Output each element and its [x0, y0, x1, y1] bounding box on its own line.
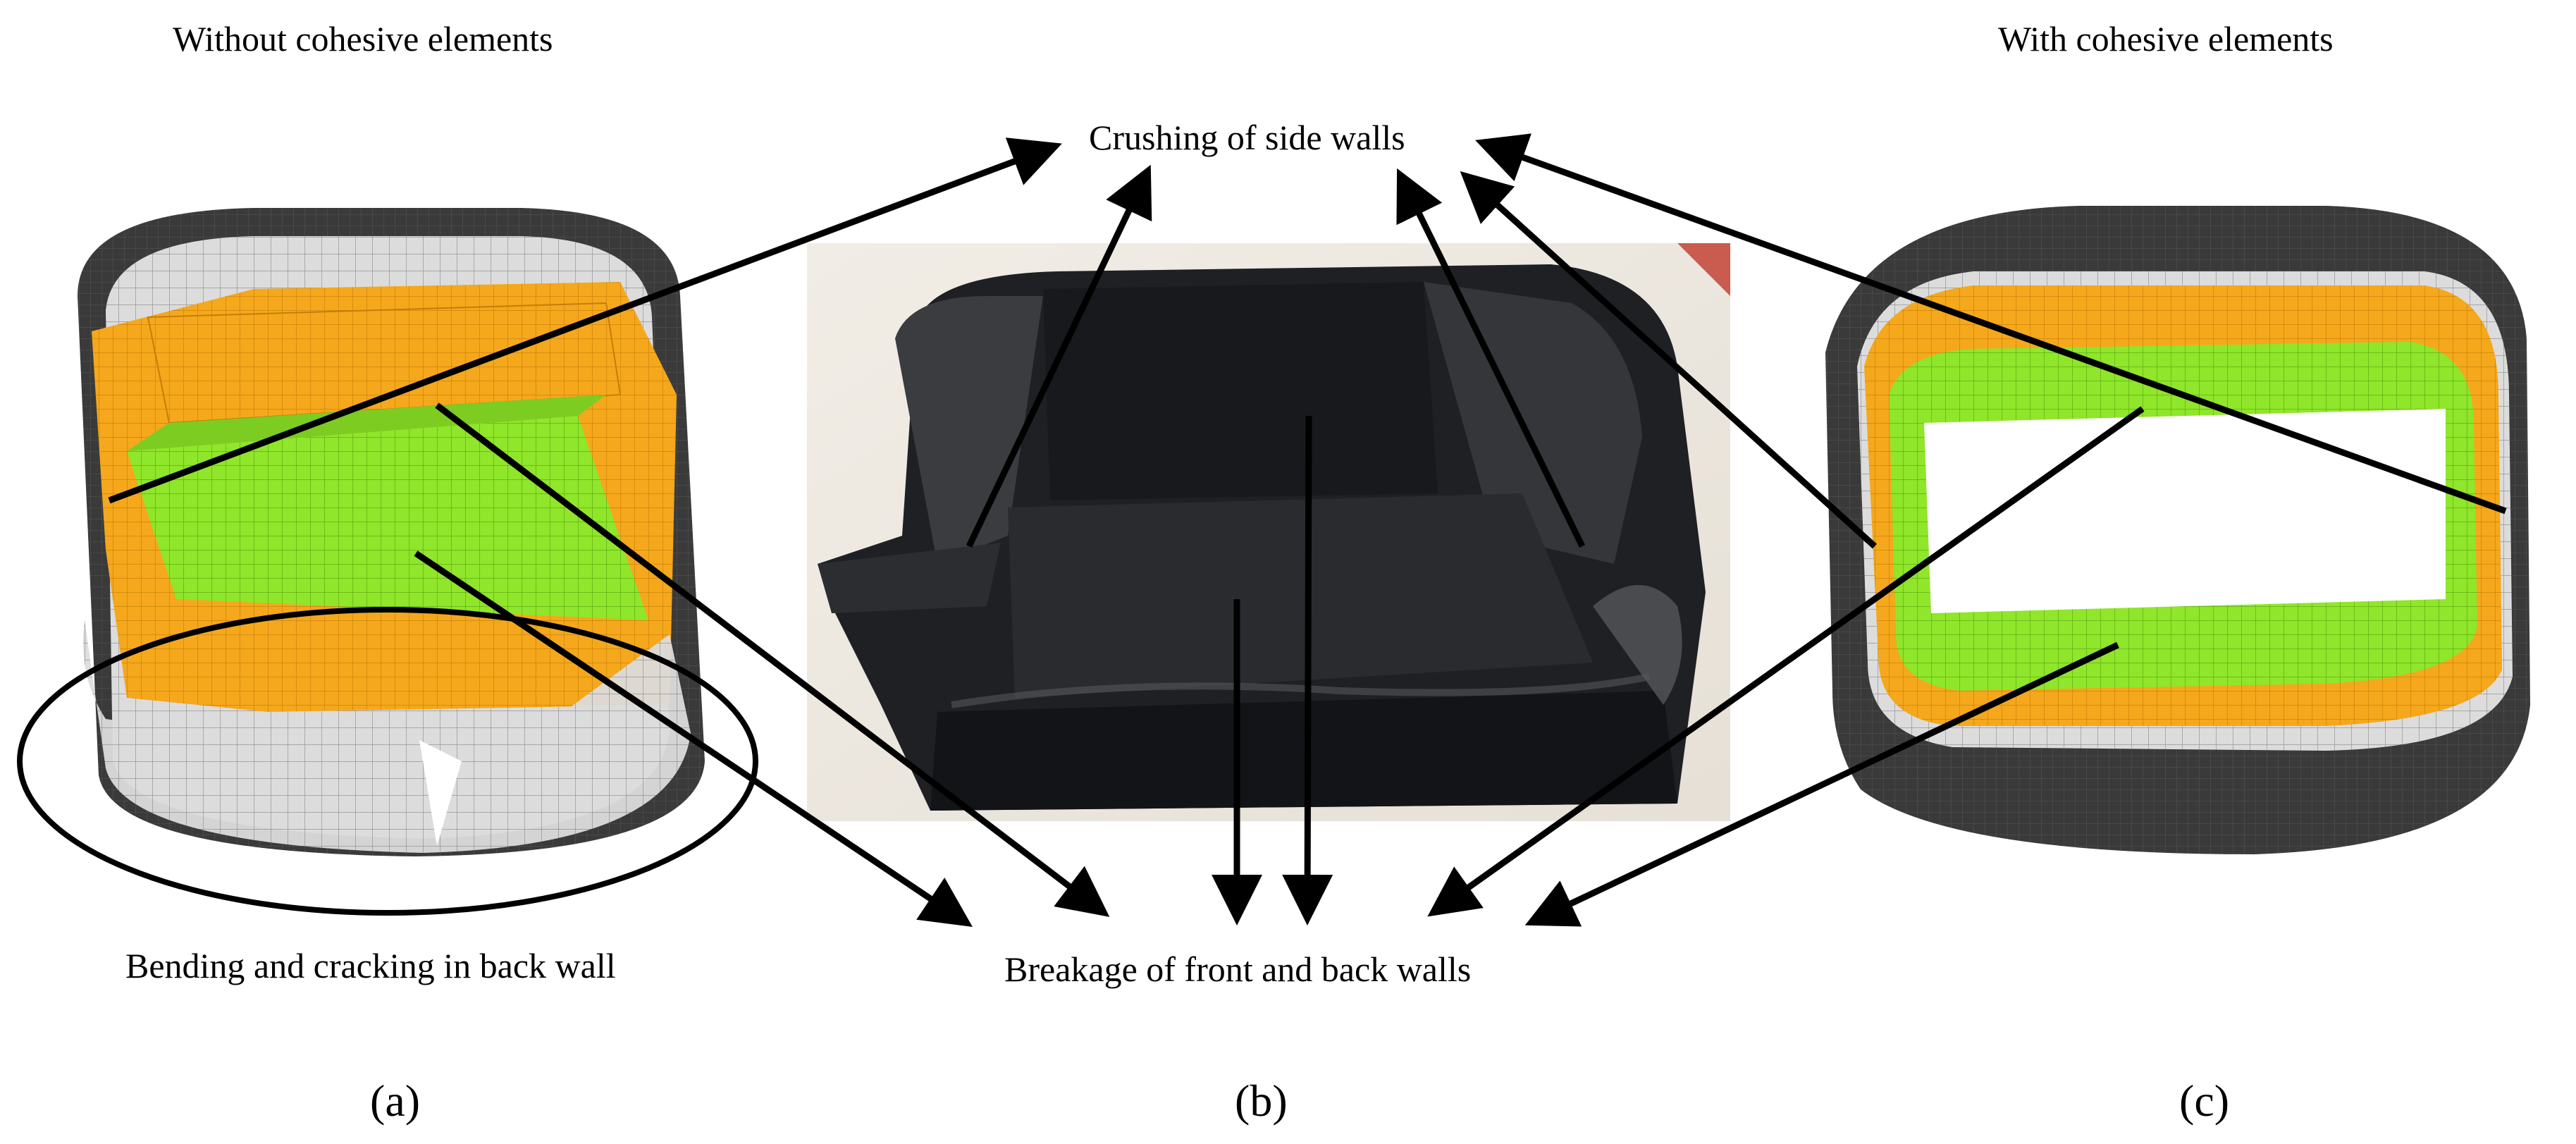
sublabel-c: (c): [2179, 1076, 2230, 1126]
arrow-a-lower-to-breakage: [414, 551, 973, 928]
label-crushing-side-walls: Crushing of side walls: [1089, 118, 1405, 157]
label-with-cohesive: With cohesive elements: [1998, 19, 2334, 59]
arrow-photo-back-to-breakage: [1282, 415, 1333, 925]
model-with-cohesive: [1825, 206, 2530, 854]
label-bending-back-wall: Bending and cracking in back wall: [125, 946, 616, 985]
arrow-c-left-to-crushing: [1460, 171, 1878, 549]
label-breakage-walls: Breakage of front and back walls: [1004, 949, 1472, 989]
arrow-photo-left-to-crushing: [966, 164, 1152, 548]
arrow-photo-right-to-crushing: [1396, 168, 1586, 548]
specimen-photo: [807, 243, 1730, 821]
arrow-c-right-to-crushing: [1475, 133, 2507, 515]
model-without-cohesive: [17, 208, 758, 916]
arrow-c-upper-to-breakage: [1427, 406, 2145, 917]
arrow-a-upper-to-breakage: [435, 402, 1110, 917]
back-wall-ellipse: [17, 607, 758, 916]
arrow-c-lower-to-breakage: [1524, 641, 2119, 927]
annotation-arrows: [108, 133, 2507, 928]
sublabel-a: (a): [370, 1076, 421, 1126]
sublabel-b: (b): [1235, 1076, 1288, 1126]
label-without-cohesive: Without cohesive elements: [173, 19, 553, 59]
arrow-a-to-crushing: [108, 137, 1062, 504]
